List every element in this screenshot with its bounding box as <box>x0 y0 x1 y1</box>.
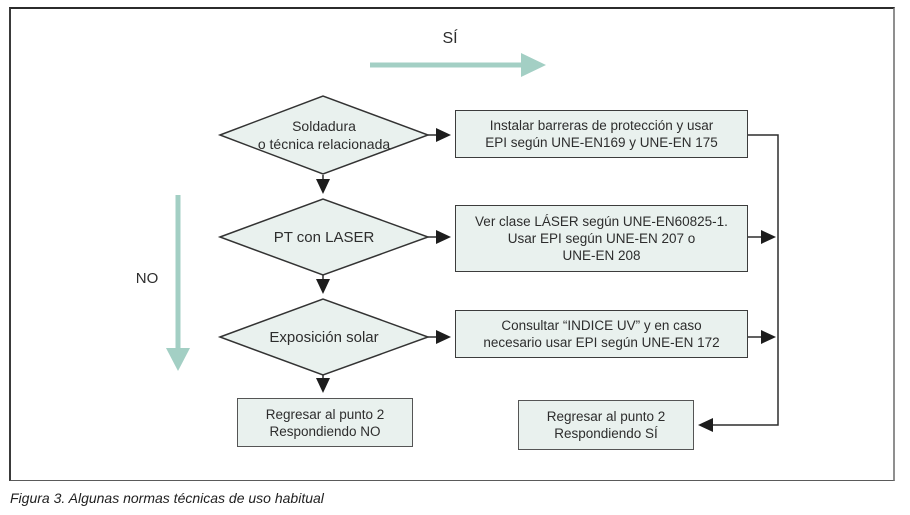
no-flow-arrow <box>166 195 190 371</box>
action-box-indice-uv: Consultar “INDICE UV” y en caso necesari… <box>455 310 748 358</box>
decision-pt-laser-text: PT con LASER <box>273 229 375 246</box>
end-box-regresar-si: Regresar al punto 2 Respondiendo SÍ <box>518 400 694 450</box>
action-box-clase-laser: Ver clase LÁSER según UNE-EN60825-1. Usa… <box>455 205 748 272</box>
yes-label: SÍ <box>442 30 458 47</box>
yes-flow-arrow <box>370 53 546 77</box>
action-box-barreras-epi: Instalar barreras de protección y usar E… <box>455 110 748 158</box>
figure-caption: Figura 3. Algunas normas técnicas de uso… <box>10 490 324 506</box>
no-label: NO <box>135 270 159 287</box>
decision-soldadura-text: Soldadura o técnica relacionada <box>257 118 391 152</box>
end-box-regresar-no: Regresar al punto 2 Respondiendo NO <box>237 398 413 447</box>
connectors <box>316 128 779 432</box>
decision-exposicion-solar-text: Exposición solar <box>269 329 379 346</box>
